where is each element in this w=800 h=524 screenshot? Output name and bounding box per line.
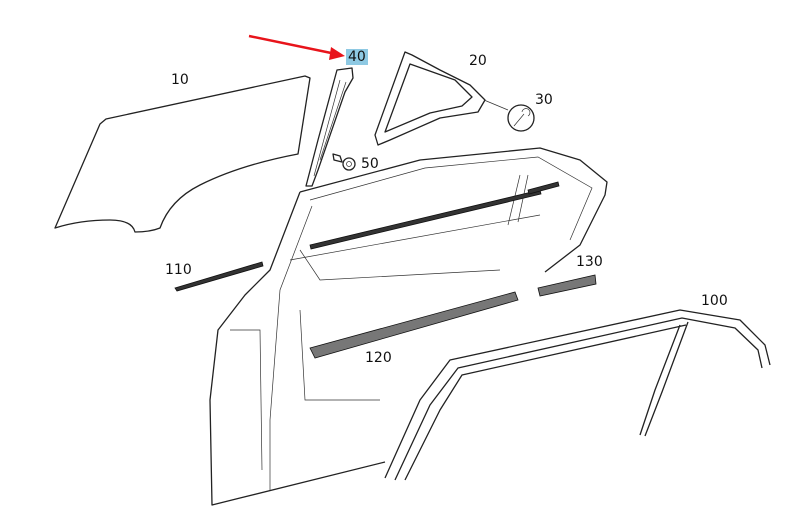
belt-strip-upper — [309, 189, 542, 250]
part-50-screw[interactable] — [332, 153, 356, 171]
part-label-130[interactable]: 130 — [576, 254, 603, 270]
part-label-30[interactable]: 30 — [535, 92, 553, 108]
part-10-door-glass[interactable] — [54, 75, 311, 233]
part-label-40-highlighted[interactable]: 40 — [346, 49, 368, 65]
part-110-belt-strip[interactable] — [174, 261, 264, 292]
part-30-wrench-icon[interactable] — [507, 104, 535, 132]
belt-strip-rear — [527, 181, 560, 195]
part-130-rear-strip[interactable] — [537, 274, 597, 297]
part-120-lower-seal[interactable] — [309, 291, 519, 359]
part-label-20[interactable]: 20 — [469, 53, 487, 69]
part-100-door-frame-seal[interactable] — [384, 309, 771, 481]
part-label-100[interactable]: 100 — [701, 293, 728, 309]
part-label-10[interactable]: 10 — [171, 72, 189, 88]
part-label-110[interactable]: 110 — [165, 262, 192, 278]
part-label-120[interactable]: 120 — [365, 350, 392, 366]
part-20-quarter-window[interactable] — [374, 51, 509, 146]
part-40-glass-channel[interactable] — [305, 67, 354, 187]
part-label-50[interactable]: 50 — [361, 156, 379, 172]
pointer-arrow — [248, 34, 345, 60]
